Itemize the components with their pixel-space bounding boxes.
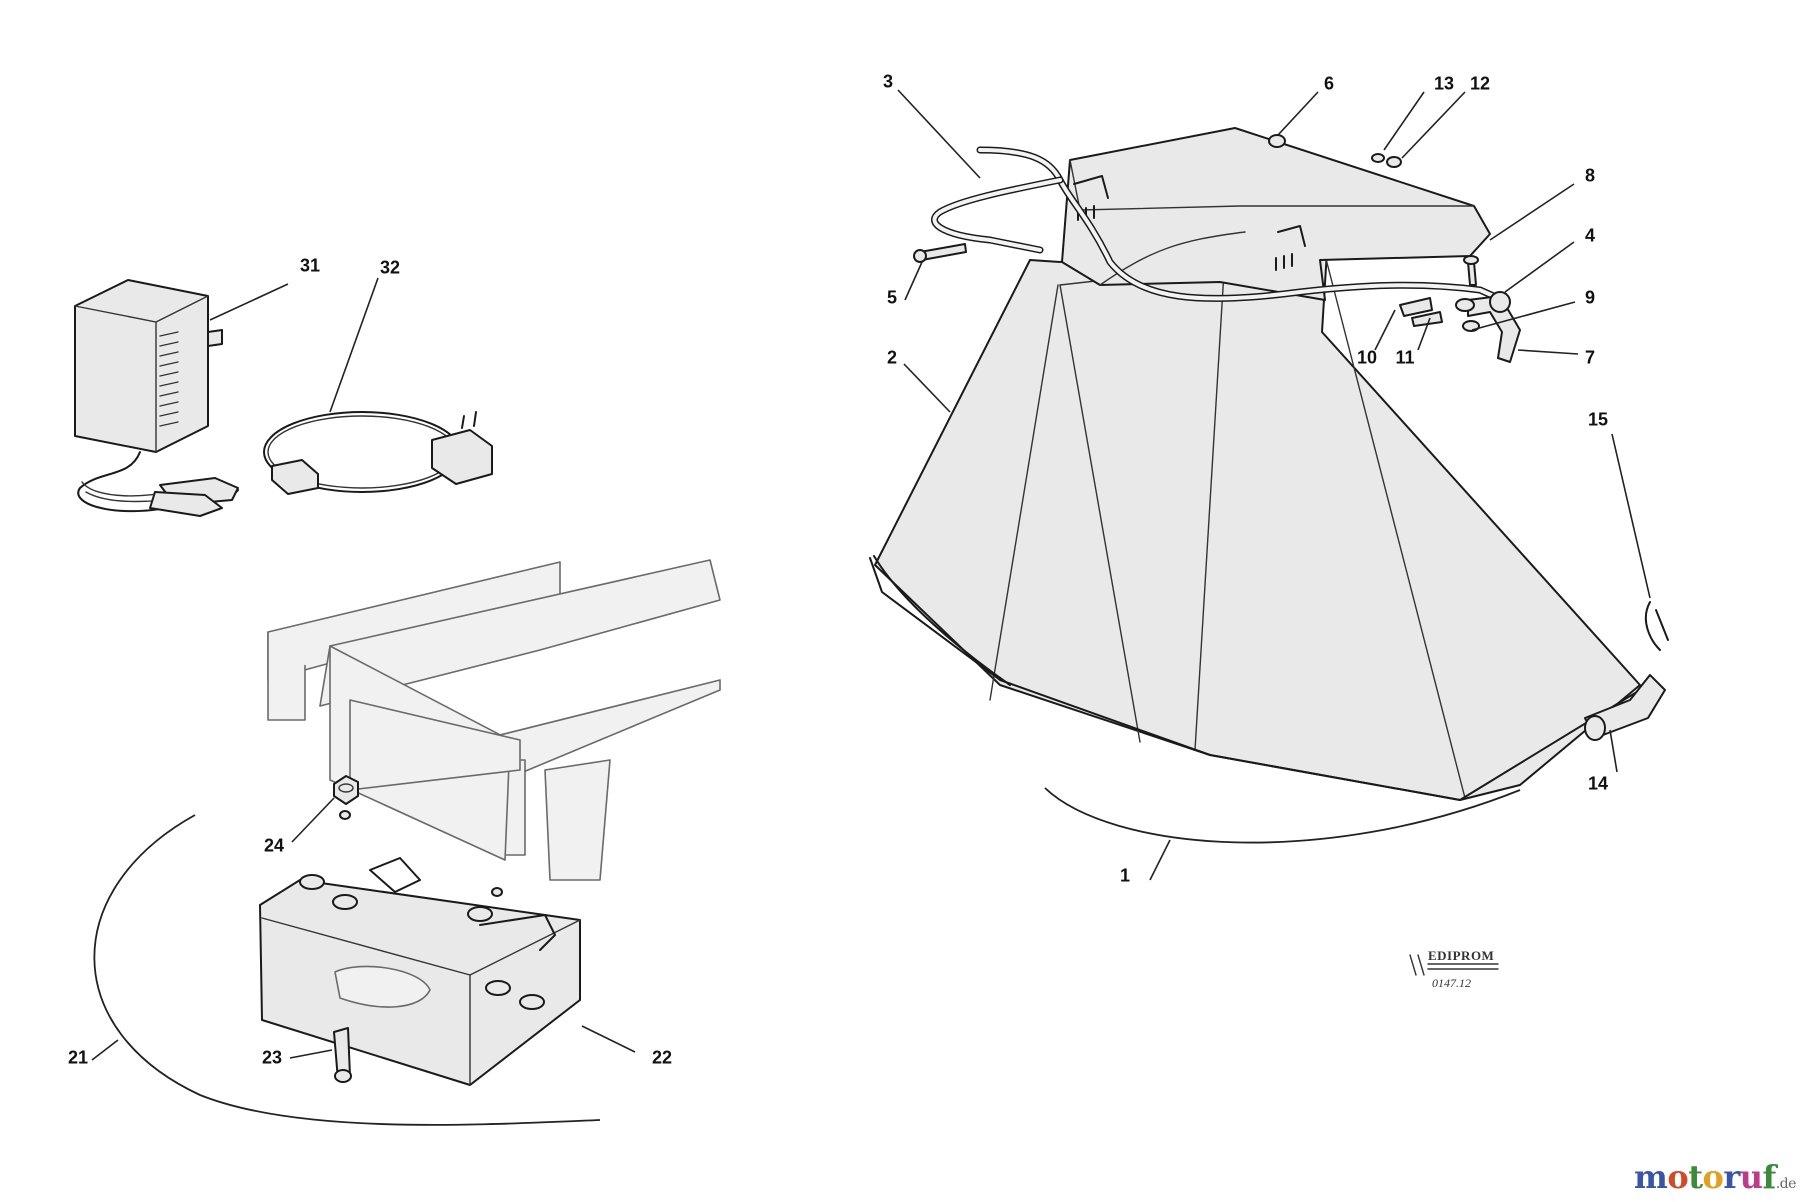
callout-21: 21	[67, 1047, 89, 1068]
callout-3: 3	[882, 71, 894, 92]
stamp-brand: EDIPROM	[1428, 948, 1495, 963]
callout-10: 10	[1356, 347, 1378, 368]
watermark-letter: o	[1702, 1158, 1724, 1196]
callout-31: 31	[299, 255, 321, 276]
watermark-letter: t	[1688, 1158, 1703, 1196]
battery-charger	[74, 279, 239, 517]
bolt-23	[333, 1027, 352, 1083]
nut-24	[333, 775, 359, 805]
watermark-tld: .de	[1775, 1176, 1797, 1192]
watermark-letter: r	[1723, 1158, 1740, 1196]
callout-5: 5	[886, 287, 898, 308]
callout-22: 22	[651, 1047, 673, 1068]
callout-6: 6	[1323, 73, 1335, 94]
stamp-code: 0147.12	[1432, 976, 1471, 990]
charger-cable	[263, 411, 493, 495]
watermark-brand: motoruf	[1634, 1158, 1776, 1196]
watermark-letter: f	[1762, 1158, 1776, 1196]
watermark-letter: o	[1667, 1158, 1689, 1196]
callout-8: 8	[1584, 165, 1596, 186]
callout-24: 24	[263, 835, 285, 856]
callout-2: 2	[886, 347, 898, 368]
frame-assembly	[267, 559, 721, 881]
group-arcs	[93, 787, 1521, 1126]
callout-14: 14	[1587, 773, 1609, 794]
drawing-stamp-mark	[1409, 954, 1499, 976]
callout-7: 7	[1584, 347, 1596, 368]
callout-15: 15	[1587, 409, 1609, 430]
callout-9: 9	[1584, 287, 1596, 308]
grass-catcher	[869, 127, 1669, 801]
callout-12: 12	[1469, 73, 1491, 94]
watermark-logo: motoruf.de	[1634, 1158, 1796, 1196]
watermark-letter: m	[1634, 1158, 1668, 1196]
callout-1: 1	[1119, 865, 1131, 886]
holder-nut	[299, 874, 545, 1010]
leader-lines	[91, 89, 1651, 1061]
callout-13: 13	[1433, 73, 1455, 94]
callout-23: 23	[261, 1047, 283, 1068]
battery-holder	[259, 810, 581, 1086]
callout-11: 11	[1395, 347, 1415, 368]
watermark-letter: u	[1739, 1158, 1763, 1196]
callout-32: 32	[379, 257, 401, 278]
callout-4: 4	[1584, 225, 1596, 246]
